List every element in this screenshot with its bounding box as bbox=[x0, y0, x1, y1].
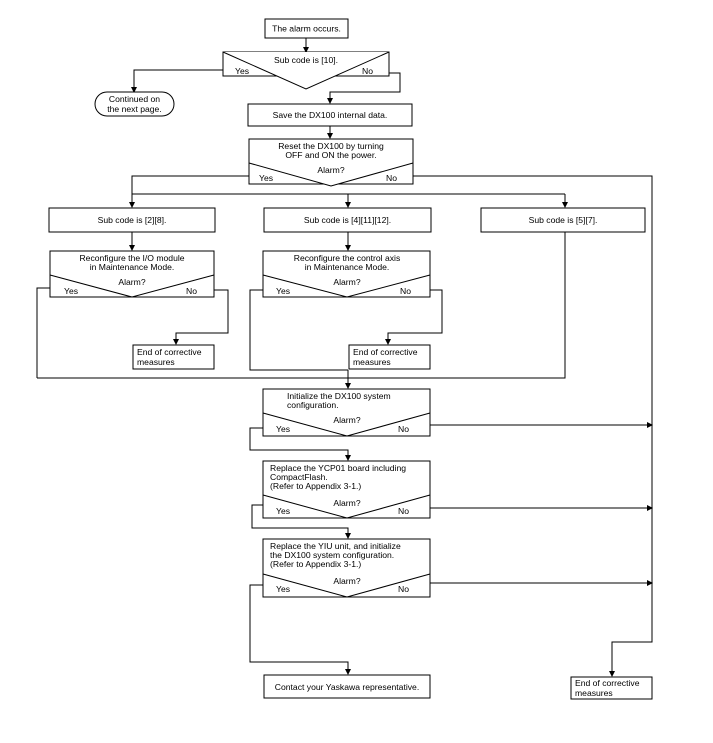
replace-yiu-question: Alarm? bbox=[333, 576, 360, 586]
final-end-line-1: End of corrective bbox=[575, 678, 640, 688]
replace-ycp01-line-2: CompactFlash. bbox=[270, 472, 328, 482]
final-end-line-2: measures bbox=[575, 688, 613, 698]
branch-b-decision: Reconfigure the control axis in Maintena… bbox=[262, 250, 431, 298]
reset-line-1: Reset the DX100 by turning bbox=[278, 141, 384, 151]
save-data-label: Save the DX100 internal data. bbox=[273, 110, 388, 120]
branch-b-no: No bbox=[400, 286, 411, 296]
initialize-line-2: configuration. bbox=[287, 400, 339, 410]
branch-a-end-line-1: End of corrective bbox=[137, 347, 202, 357]
contact-box: Contact your Yaskawa representative. bbox=[263, 674, 431, 699]
branch-b-question: Alarm? bbox=[333, 277, 360, 287]
final-end-box: End of corrective measures bbox=[570, 676, 653, 700]
replace-ycp01-yes: Yes bbox=[276, 506, 290, 516]
branch-a-decision: Reconfigure the I/O module in Maintenanc… bbox=[49, 250, 215, 298]
branch-a-subcode-box: Sub code is [2][8]. bbox=[48, 207, 216, 233]
branch-a-end-box: End of corrective measures bbox=[132, 344, 215, 370]
reset-line-2: OFF and ON the power. bbox=[285, 150, 376, 160]
initialize-question: Alarm? bbox=[333, 415, 360, 425]
branch-b-end-line-2: measures bbox=[353, 357, 391, 367]
branch-b-yes: Yes bbox=[276, 286, 290, 296]
save-data-box: Save the DX100 internal data. bbox=[247, 103, 413, 127]
branch-b-end-box: End of corrective measures bbox=[348, 344, 431, 370]
branch-a-no: No bbox=[186, 286, 197, 296]
branch-a-action-line-1: Reconfigure the I/O module bbox=[79, 253, 184, 263]
subcode-10-yes: Yes bbox=[235, 66, 249, 76]
contact-label: Contact your Yaskawa representative. bbox=[275, 682, 419, 692]
branch-b-end-line-1: End of corrective bbox=[353, 347, 418, 357]
continued-line-2: the next page. bbox=[107, 104, 161, 114]
initialize-no: No bbox=[398, 424, 409, 434]
replace-ycp01-decision: Replace the YCP01 board including Compac… bbox=[262, 460, 431, 519]
connectors bbox=[36, 38, 653, 677]
replace-yiu-no: No bbox=[398, 584, 409, 594]
subcode-10-decision: Sub code is [10]. Yes No bbox=[222, 51, 390, 90]
continued-terminal: Continued on the next page. bbox=[94, 91, 175, 117]
branch-c-subcode-box: Sub code is [5][7]. bbox=[480, 207, 646, 233]
replace-yiu-decision: Replace the YIU unit, and initialize the… bbox=[262, 538, 431, 598]
reset-no: No bbox=[386, 173, 397, 183]
branch-a-question: Alarm? bbox=[118, 277, 145, 287]
start-label: The alarm occurs. bbox=[272, 24, 341, 34]
continued-line-1: Continued on bbox=[109, 94, 160, 104]
replace-yiu-line-3: (Refer to Appendix 3-1.) bbox=[270, 559, 361, 569]
branch-b-subcode-box: Sub code is [4][11][12]. bbox=[263, 207, 432, 233]
branch-a-end-line-2: measures bbox=[137, 357, 175, 367]
replace-ycp01-line-3: (Refer to Appendix 3-1.) bbox=[270, 481, 361, 491]
subcode-10-question: Sub code is [10]. bbox=[274, 55, 338, 65]
initialize-decision: Initialize the DX100 system configuratio… bbox=[262, 388, 431, 437]
reset-decision: Reset the DX100 by turning OFF and ON th… bbox=[248, 138, 414, 187]
initialize-line-1: Initialize the DX100 system bbox=[287, 391, 391, 401]
branch-b-action-line-1: Reconfigure the control axis bbox=[294, 253, 401, 263]
replace-yiu-line-1: Replace the YIU unit, and initialize bbox=[270, 541, 401, 551]
branch-b-subcode-label: Sub code is [4][11][12]. bbox=[304, 215, 391, 225]
replace-yiu-yes: Yes bbox=[276, 584, 290, 594]
branch-a-action-line-2: in Maintenance Mode. bbox=[90, 262, 175, 272]
replace-yiu-line-2: the DX100 system configuration. bbox=[270, 550, 394, 560]
branch-a-yes: Yes bbox=[64, 286, 78, 296]
replace-ycp01-question: Alarm? bbox=[333, 498, 360, 508]
initialize-yes: Yes bbox=[276, 424, 290, 434]
start-box: The alarm occurs. bbox=[264, 18, 349, 39]
replace-ycp01-line-1: Replace the YCP01 board including bbox=[270, 463, 406, 473]
branch-c-subcode-label: Sub code is [5][7]. bbox=[529, 215, 598, 225]
reset-yes: Yes bbox=[259, 173, 273, 183]
subcode-10-no: No bbox=[362, 66, 373, 76]
branch-a-subcode-label: Sub code is [2][8]. bbox=[98, 215, 167, 225]
branch-b-action-line-2: in Maintenance Mode. bbox=[305, 262, 390, 272]
reset-question: Alarm? bbox=[317, 165, 344, 175]
replace-ycp01-no: No bbox=[398, 506, 409, 516]
